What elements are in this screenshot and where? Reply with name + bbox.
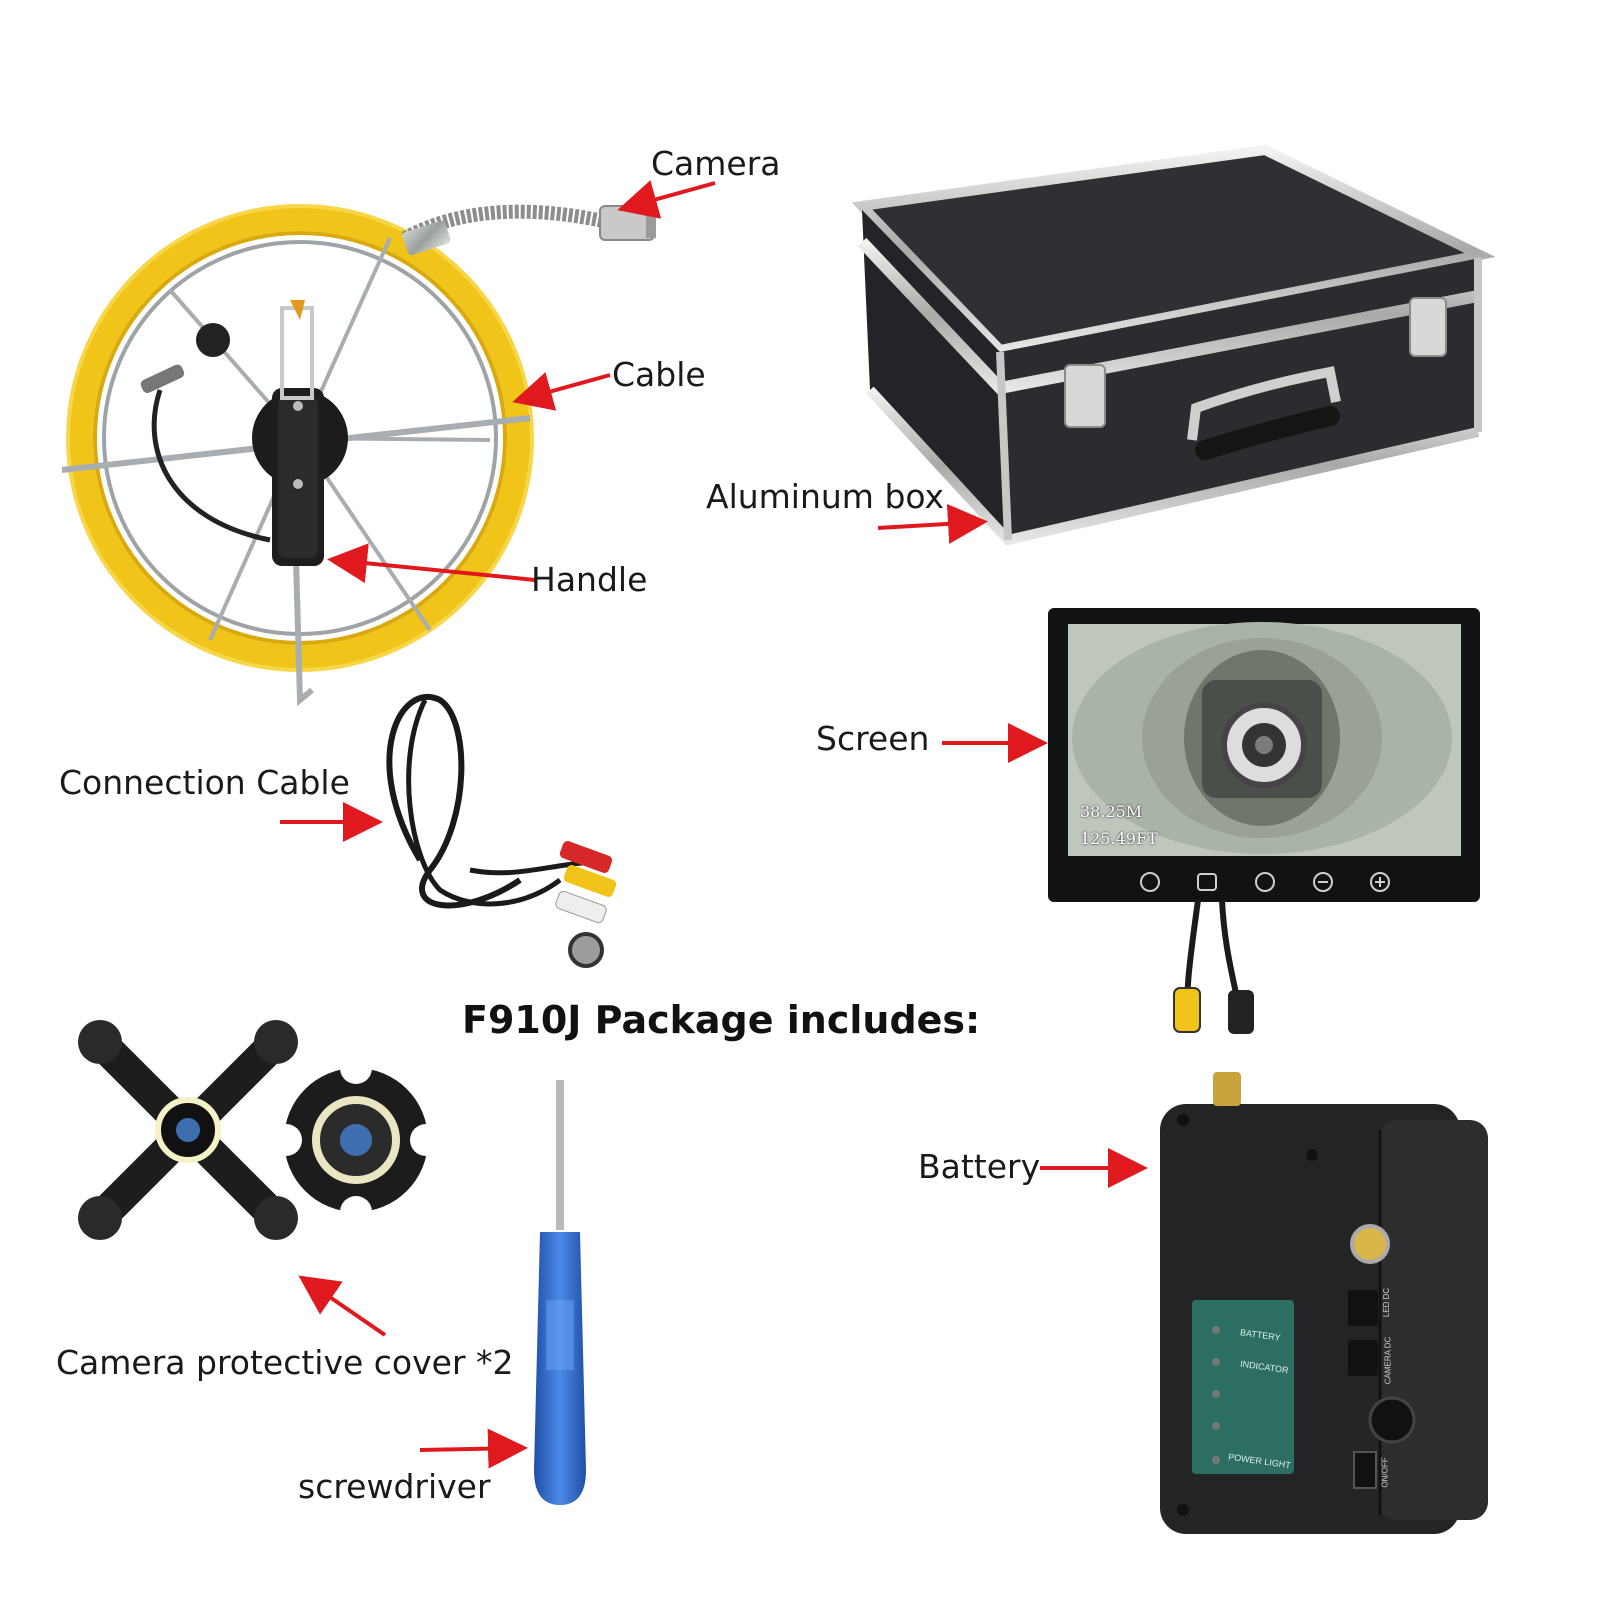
- battery-box: [1160, 1072, 1488, 1534]
- screen-depth-meters: 38.25M: [1080, 802, 1143, 821]
- monitor: [1048, 608, 1480, 1034]
- connection-cable: [386, 694, 617, 968]
- label-camera-protective-cover: Camera protective cover *2: [56, 1343, 514, 1382]
- arrow-protective-cover: [298, 1275, 387, 1337]
- label-connection-cable: Connection Cable: [59, 763, 350, 802]
- label-screen: Screen: [816, 719, 930, 758]
- label-screwdriver: screwdriver: [298, 1467, 491, 1506]
- label-cable: Cable: [612, 355, 706, 394]
- label-handle: Handle: [531, 560, 648, 599]
- arrow-camera: [617, 180, 716, 219]
- camera-dc-port-label: CAMERA DC: [1383, 1336, 1393, 1385]
- aluminum-box: [851, 144, 1496, 546]
- back-icon: [1140, 872, 1160, 892]
- led-dc-port-label: LED DC: [1382, 1287, 1392, 1318]
- screwdriver: [534, 1080, 586, 1505]
- arrow-aluminum-box: [877, 503, 988, 544]
- minus-icon: [1313, 872, 1333, 892]
- package-title: F910J Package includes:: [462, 998, 981, 1042]
- camera-protective-covers: [78, 1020, 442, 1240]
- menu-icon: [1197, 873, 1217, 891]
- plus-icon: [1370, 872, 1390, 892]
- cable-reel: [61, 204, 656, 707]
- label-camera: Camera: [651, 144, 781, 183]
- arrow-screwdriver: [419, 1428, 528, 1469]
- on-off-switch-label: ON/OFF: [1380, 1457, 1390, 1488]
- arrow-handle: [327, 543, 536, 584]
- power-icon: [1255, 872, 1275, 892]
- screen-depth-feet: 125.49FT: [1080, 829, 1158, 848]
- label-battery: Battery: [918, 1147, 1041, 1186]
- pointer-arrows: [280, 180, 1148, 1469]
- arrow-cable: [512, 372, 611, 411]
- label-aluminum-box: Aluminum box: [706, 477, 945, 516]
